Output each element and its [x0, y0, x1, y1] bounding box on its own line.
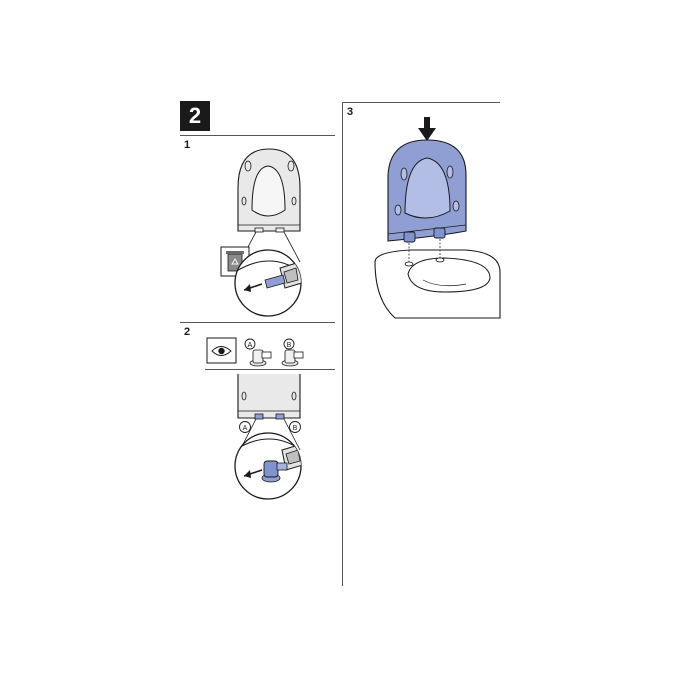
- divider-vertical: [342, 102, 343, 586]
- hinge-right: [433, 227, 446, 239]
- divider-top-right: [343, 102, 500, 103]
- callout-b-top-label: B: [287, 342, 292, 349]
- seat-lid-panel2: [237, 374, 301, 419]
- arrow-down-icon: [424, 117, 430, 129]
- divider-icons: [205, 369, 335, 370]
- step-badge: 2: [180, 101, 210, 131]
- hinge-left: [403, 231, 416, 243]
- callout-a-top: [244, 338, 256, 350]
- panel-label-1: 1: [184, 139, 191, 151]
- seat-opening-panel1: [251, 165, 286, 217]
- panel-label-2: 2: [184, 326, 191, 338]
- callout-a-seat-label: A: [243, 425, 248, 432]
- seat-opening-panel3: [404, 157, 451, 219]
- panel-label-3: 3: [347, 106, 354, 118]
- callout-b-seat-label: B: [293, 425, 298, 432]
- callout-a-top-label: A: [248, 342, 253, 349]
- callout-a-seat: [239, 421, 251, 433]
- callout-b-top: [283, 338, 295, 350]
- callout-b-seat: [289, 421, 301, 433]
- divider-top-left: [180, 135, 335, 136]
- divider-middle: [180, 322, 335, 323]
